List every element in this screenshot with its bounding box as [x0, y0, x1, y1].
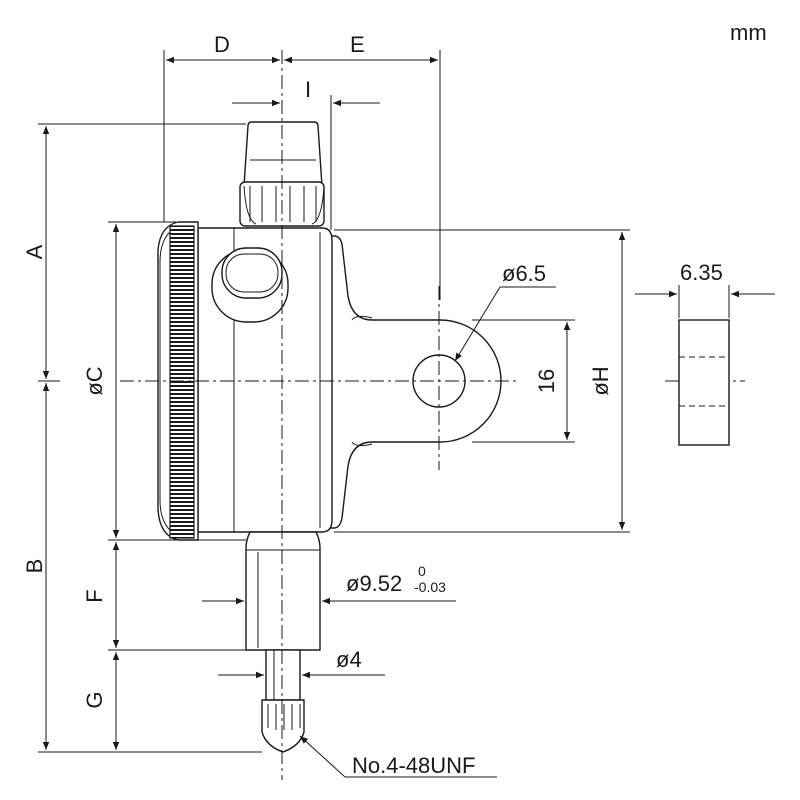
label-I: I	[305, 77, 311, 102]
clamp-knob	[211, 247, 289, 323]
bezel-knurl	[169, 225, 195, 539]
label-stem-tol-upper: 0	[418, 563, 426, 579]
label-A: A	[22, 244, 47, 259]
label-lug-width: 16	[534, 369, 559, 393]
dim-hole-diameter	[454, 286, 556, 362]
label-G: G	[82, 691, 107, 708]
label-C: øC	[82, 366, 107, 395]
top-cap	[239, 121, 325, 227]
back-lug	[321, 235, 502, 529]
label-thread: No.4-48UNF	[352, 753, 475, 778]
contact-point	[261, 699, 305, 753]
label-hole-diameter: ø6.5	[502, 261, 546, 286]
units-label: mm	[730, 20, 767, 45]
dim-thread	[299, 735, 497, 778]
label-E: E	[350, 32, 365, 57]
label-H: øH	[588, 366, 613, 395]
label-D: D	[214, 32, 230, 57]
spindle	[265, 649, 301, 701]
label-lug-thickness: 6.35	[680, 260, 723, 285]
lug-side-view	[635, 285, 775, 446]
label-spindle-diameter: ø4	[336, 647, 362, 672]
label-F: F	[82, 589, 107, 602]
label-stem-diameter: ø9.52	[346, 571, 402, 596]
label-B: B	[22, 559, 47, 574]
indicator-body	[157, 121, 502, 753]
label-stem-tol-lower: -0.03	[414, 579, 446, 595]
stem	[245, 531, 321, 651]
